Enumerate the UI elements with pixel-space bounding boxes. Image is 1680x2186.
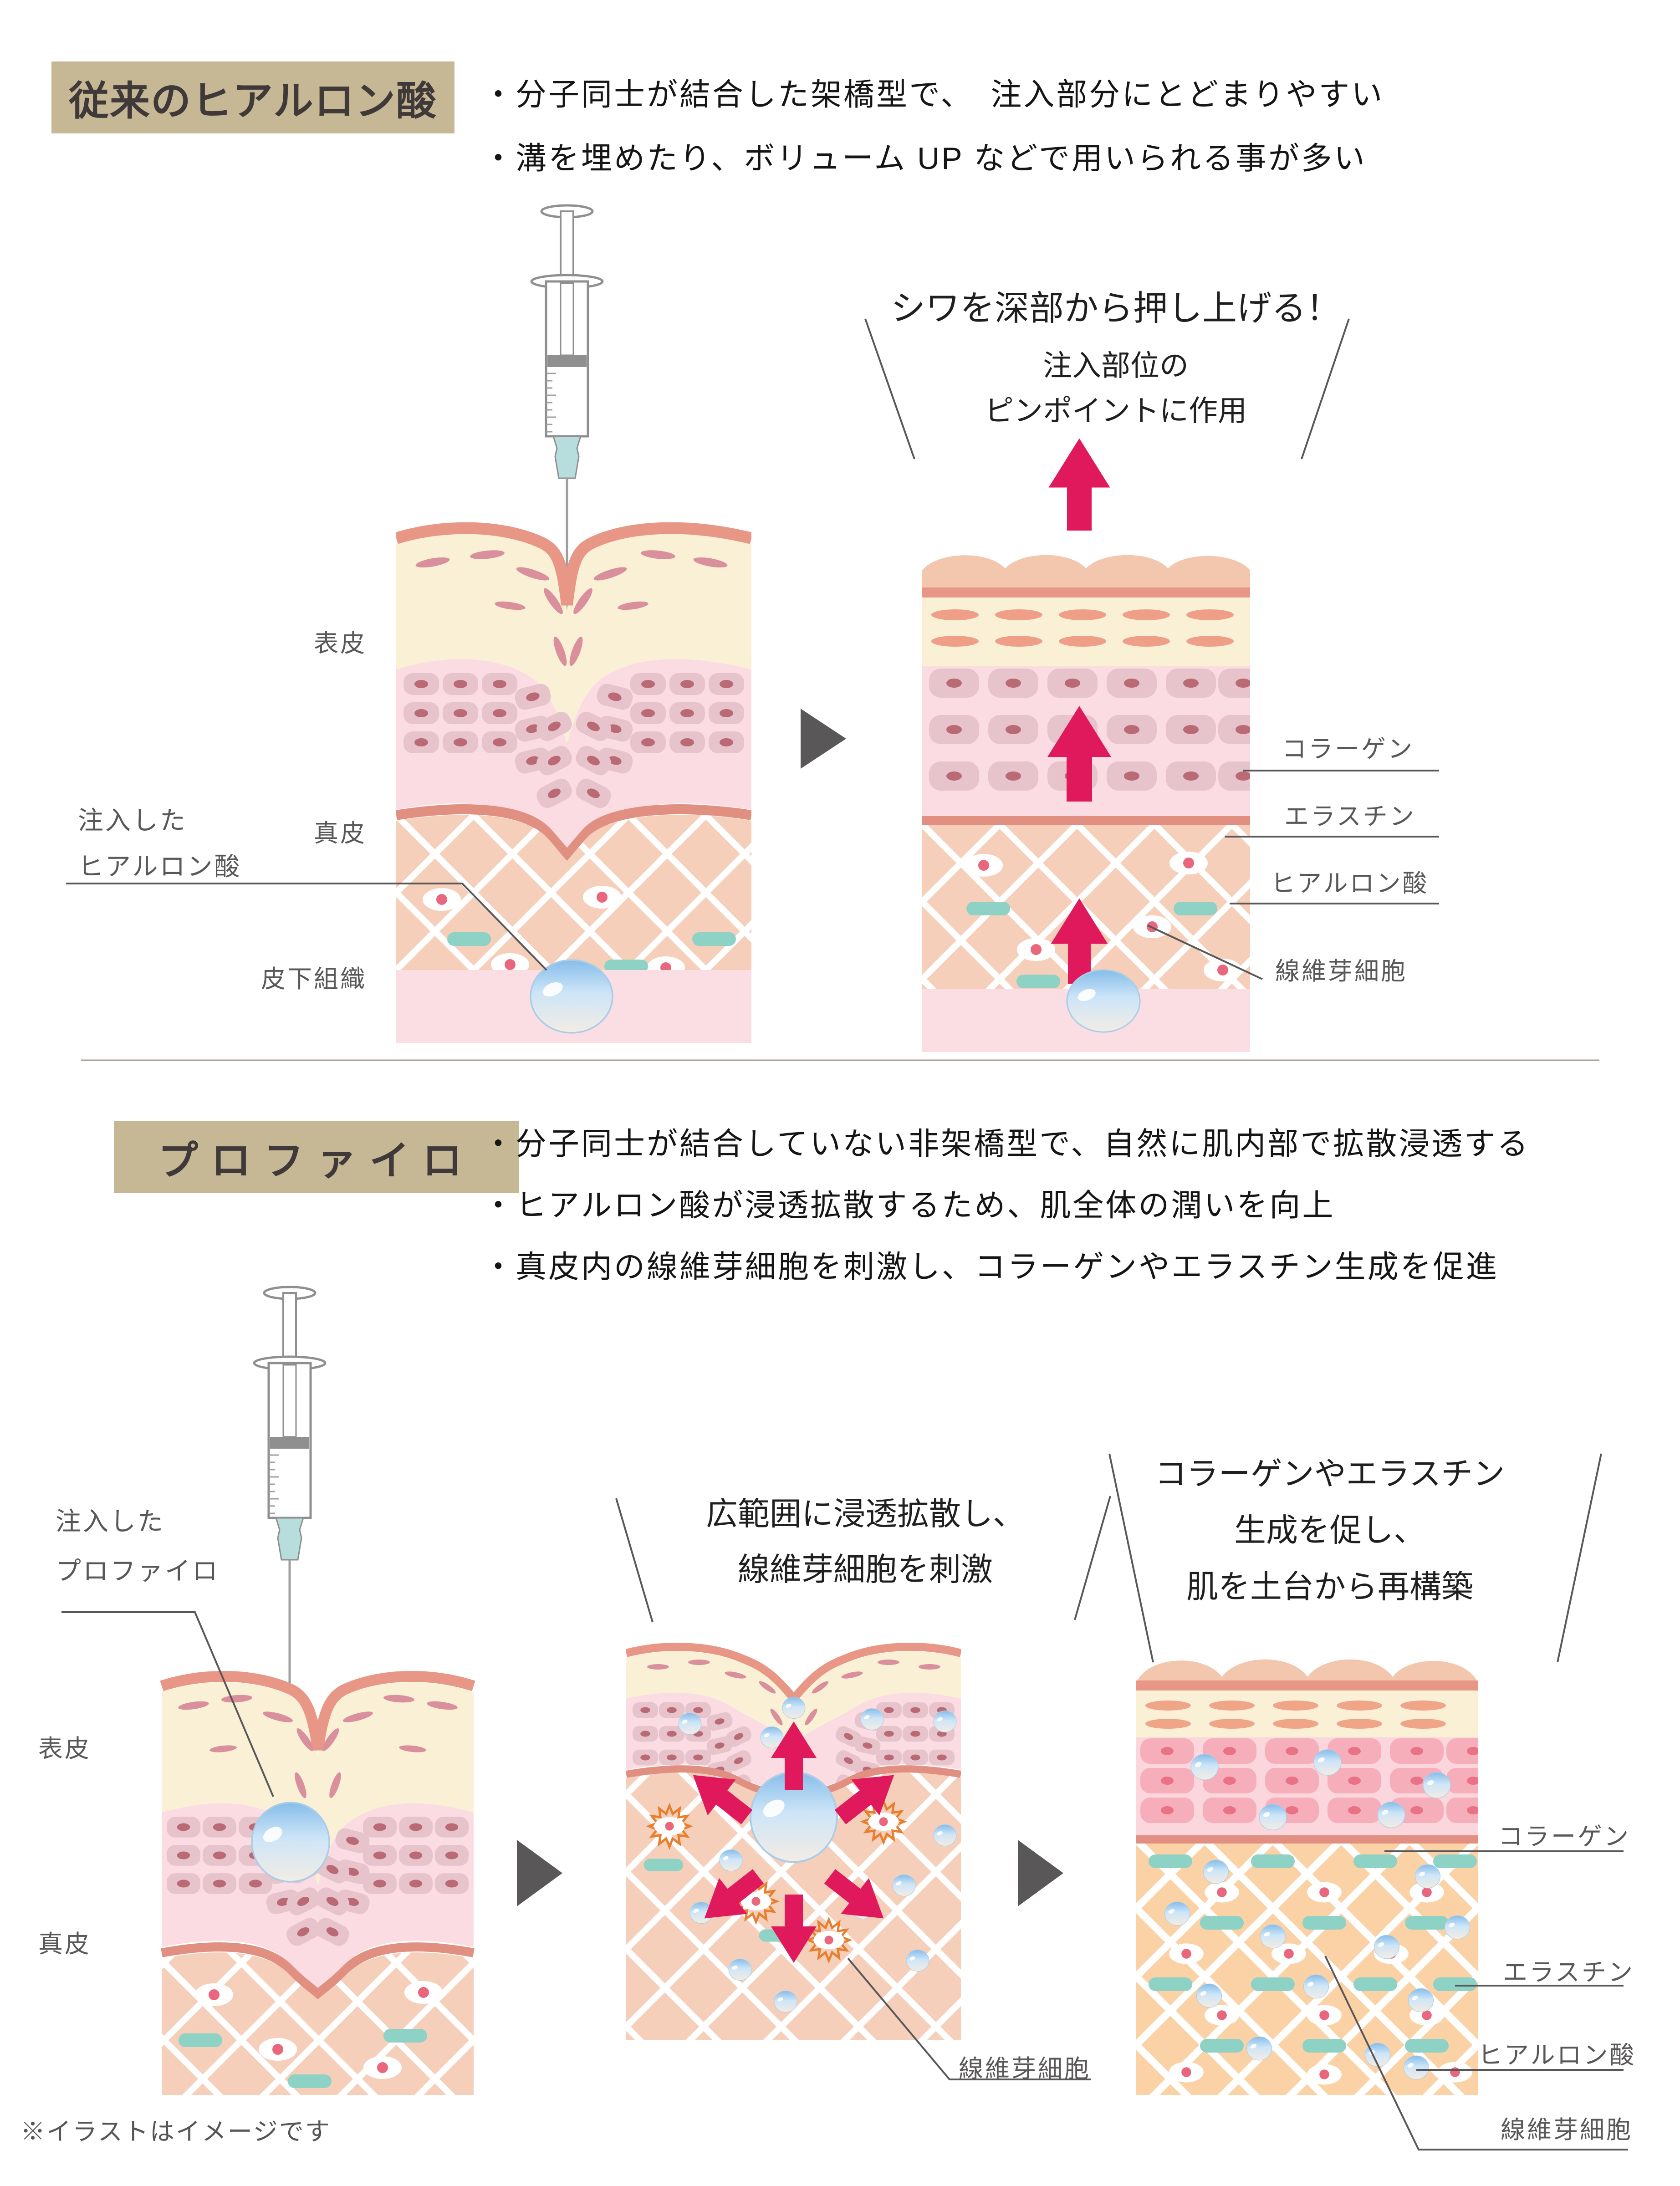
section2-caption-right-line2: 生成を促し、 — [1234, 1513, 1425, 1548]
fibroblast-icon — [583, 886, 621, 909]
stratum-corneum-layer — [396, 534, 751, 745]
elastin-icon — [643, 1859, 684, 1871]
stratum-corneum-layer — [626, 1651, 961, 1742]
fibroblast-icon — [195, 1983, 233, 2006]
skin-diagram-conventional-before — [396, 196, 751, 1043]
label-injected-1-line1: 注入した — [78, 806, 187, 835]
section2-header: プロファイロ — [114, 1121, 519, 1193]
skin-surface-line — [396, 522, 751, 606]
elastin-icon — [966, 902, 1010, 915]
fibroblast-icon — [404, 1981, 443, 2004]
label-fibroblast-2: 線維芽細胞 — [1501, 2116, 1633, 2144]
emphasis-slash-right-right-caption — [1557, 1453, 1602, 1663]
fibroblast-icon — [965, 854, 1003, 877]
basement-line — [922, 816, 1250, 825]
label-elastin-2: エラスチン — [1503, 1959, 1634, 1986]
section2-bullet-1: ・分子同士が結合していない非架橋型で、自然に肌内部で拡散浸透する — [483, 1127, 1530, 1161]
label-injected-2-line2: プロファイロ — [56, 1557, 220, 1585]
label-dermis-1: 真皮 — [314, 820, 367, 847]
fibroblast-icon — [1204, 959, 1242, 981]
section2-caption-right-line1: コラーゲンやエラスチン — [1154, 1457, 1505, 1492]
fibroblast-icon — [259, 2038, 297, 2061]
skin-surface — [922, 555, 1250, 592]
elastin-icon — [447, 932, 491, 946]
fibroblast-icon — [363, 2056, 402, 2079]
elastin-icon — [1016, 975, 1060, 988]
stratum-corneum-layer — [922, 598, 1250, 666]
fibroblast-icon — [423, 888, 461, 911]
corneum-flakes — [415, 550, 728, 666]
label-fibroblast-1: 線維芽細胞 — [1275, 958, 1407, 985]
label-elastin-1: エラスチン — [1284, 803, 1416, 830]
triangle-right-icon — [517, 1840, 562, 1906]
surface-line — [1136, 1680, 1478, 1691]
label-ha-1: ヒアルロン酸 — [1271, 870, 1429, 897]
label-injected-2-line1: 注入した — [56, 1507, 165, 1536]
section2-caption-mid-line1: 広範囲に浸透拡散し、 — [706, 1497, 1025, 1532]
collagen-lattice — [162, 1952, 474, 2095]
label-epidermis-2: 表皮 — [38, 1735, 91, 1762]
surface-line — [922, 587, 1250, 598]
section1-header: 従来のヒアルロン酸 — [51, 61, 454, 133]
fibroblast-icon — [1169, 852, 1208, 874]
droplet-icon — [251, 1802, 330, 1883]
droplet-icon — [530, 959, 613, 1034]
label-epidermis-1: 表皮 — [314, 630, 367, 657]
corneum-flakes — [931, 609, 1234, 647]
elastin-icon — [1174, 902, 1217, 915]
skin-diagram-conventional-after — [922, 438, 1250, 1052]
section2-bullet-3: ・真皮内の線維芽細胞を刺激し、コラーゲンやエラスチン生成を促進 — [483, 1250, 1499, 1284]
label-collagen-2: コラーゲン — [1498, 1823, 1630, 1850]
label-collagen-1: コラーゲン — [1282, 735, 1414, 763]
elastin-icon — [692, 932, 736, 946]
fibroblast-icon — [1133, 915, 1171, 938]
fibroblast-icon — [1017, 938, 1055, 961]
section2-bullet-2: ・ヒアルロン酸が浸透拡散するため、肌全体の潤いを向上 — [483, 1188, 1335, 1223]
skin-diagram-profhilo-inject — [160, 1266, 475, 2095]
basement-line — [161, 1942, 475, 2000]
label-dermis-2: 真皮 — [38, 1931, 91, 1958]
label-ha-2: ヒアルロン酸 — [1478, 2042, 1636, 2069]
skin-diagram-profhilo-diffuse — [626, 1643, 961, 2040]
section2-caption-mid-line2: 線維芽細胞を刺激 — [738, 1553, 993, 1588]
section1-caption-line2: 注入部位の — [1043, 350, 1189, 382]
label-subcutaneous-1: 皮下組織 — [261, 965, 367, 993]
corneum-flakes — [1145, 1701, 1446, 1729]
section1-bullet-1: ・分子同士が結合した架橋型で、 注入部分にとどまりやすい — [483, 77, 1384, 112]
triangle-right-icon — [801, 709, 846, 769]
label-fibroblast-mid: 線維芽細胞 — [959, 2055, 1091, 2083]
elastin-icon — [179, 2033, 222, 2047]
basement-line — [396, 804, 751, 863]
triangle-right-icon — [1018, 1840, 1063, 1906]
stratum-corneum-layer — [1136, 1691, 1478, 1737]
section2-caption-right-line3: 肌を土台から再構築 — [1186, 1570, 1473, 1605]
label-injected-1-line2: ヒアルロン酸 — [78, 852, 242, 881]
elastin-icon — [383, 2029, 427, 2043]
arrow-up-icon — [1048, 438, 1110, 531]
section1-bullet-2: ・溝を埋めたり、ボリューム UP などで用いられる事が多い — [483, 141, 1367, 176]
disclaimer-note: ※イラストはイメージです — [20, 2118, 331, 2145]
section1-caption-line3: ピンポイントに作用 — [985, 395, 1247, 427]
basement-line — [1136, 1835, 1478, 1844]
skin-diagram-profhilo-rebuilt — [1136, 1659, 1478, 2095]
droplet-icon — [1066, 969, 1141, 1033]
section1-caption-line1: シワを深部から押し上げる！ — [891, 290, 1341, 328]
corneum-flakes — [647, 1660, 940, 1726]
elastin-icon — [288, 2074, 332, 2088]
